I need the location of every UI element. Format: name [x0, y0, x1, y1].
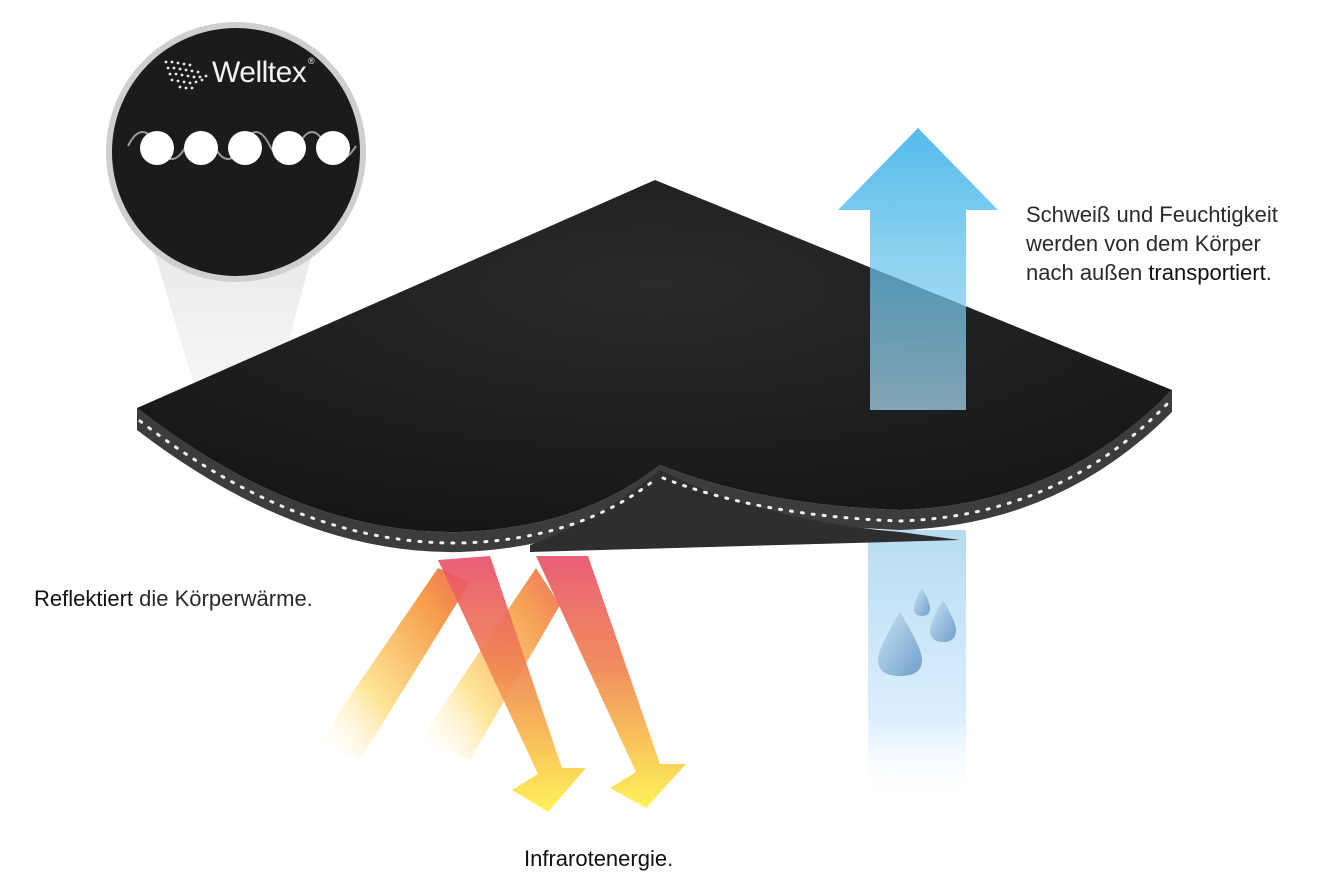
fabric-underside [530, 470, 960, 552]
sweat-line-2: werden von dem Körper [1026, 231, 1261, 257]
stitch-right [661, 400, 1171, 523]
infrared-label: Infrarotenergie. [524, 844, 673, 873]
infrared-text: Infrarotenergie [524, 846, 668, 871]
heat-arrow-2-icon [536, 556, 686, 808]
heat-in-beam-1 [320, 568, 470, 760]
sweat-transport-label: Schweiß und Feuchtigkeit werden von dem … [1026, 200, 1336, 287]
magnifier-circle-icon [106, 22, 366, 282]
stitch-left [138, 419, 659, 545]
up-arrow-moisture-icon [838, 128, 998, 410]
brand-name: Welltex [212, 56, 307, 89]
fabric-edge-left [137, 408, 660, 553]
heat-arrow-1-icon [438, 556, 586, 812]
sweat-line-3: nach außen transportiert. [1026, 258, 1336, 287]
water-drops-icon [878, 588, 956, 676]
sweat-line-3-bold: transportiert [1148, 260, 1266, 286]
reflect-rest: die Körperwärme. [133, 586, 313, 611]
sweat-line-3-prefix: nach außen [1026, 260, 1149, 286]
infrared-suffix: . [667, 846, 674, 871]
registered-mark: ® [308, 56, 315, 66]
fabric-surface [137, 180, 1172, 533]
wave-grid-logo-icon [164, 60, 208, 90]
fabric-edge-right [660, 390, 1172, 530]
sweat-line-1: Schweiß und Feuchtigkeit [1026, 202, 1278, 227]
sweat-line-3-suffix: . [1265, 260, 1272, 286]
reflect-heat-label: Reflektiert die Körperwärme. [34, 584, 313, 613]
brand-logo: Welltex ® [160, 52, 320, 96]
reflect-bold: Reflektiert [34, 586, 134, 611]
